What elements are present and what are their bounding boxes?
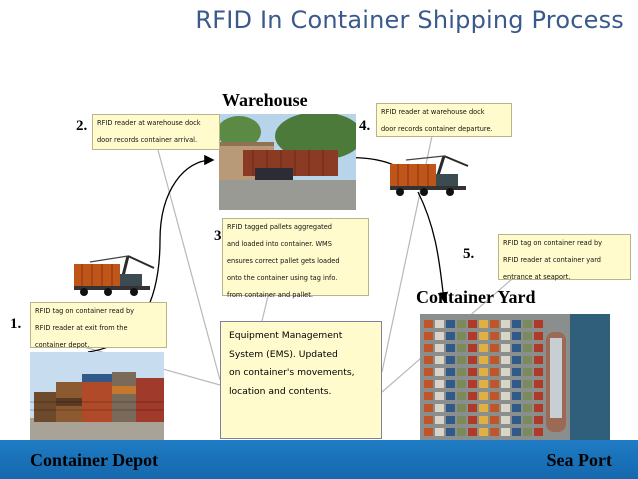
bottom-bar (0, 440, 638, 479)
page-title: RFID In Container Shipping Process (195, 6, 624, 34)
step-number-4: 4. (359, 118, 371, 134)
warehouse-heading: Warehouse (222, 90, 308, 110)
connector-step2-ems (157, 149, 221, 381)
warehouse-photo (219, 114, 356, 210)
sea-port-label: Sea Port (546, 450, 612, 470)
step-note-2: RFID reader at warehouse dock door recor… (92, 114, 220, 150)
container-yard-photo (420, 314, 610, 440)
step-number-5: 5. (463, 246, 475, 262)
step-note-3: RFID tagged pallets aggregated and loade… (222, 218, 369, 299)
crane-truck-photo-left (74, 255, 155, 296)
crane-truck-photo-top (390, 155, 469, 196)
step-note-1: RFID tag on container read by RFID reade… (30, 302, 167, 349)
container-yard-heading: Container Yard (416, 287, 536, 307)
container-depot-label: Container Depot (30, 450, 159, 470)
step-number-2: 2. (76, 118, 88, 134)
connector-step3-ems (261, 295, 269, 322)
step-note-4: RFID reader at warehouse dock door recor… (376, 103, 512, 137)
step-note-5: RFID tag on container read by RFID reade… (498, 234, 631, 281)
step-number-1: 1. (10, 316, 22, 332)
flow-arrow-warehouse-yard (417, 191, 449, 303)
container-depot-photo (30, 352, 164, 440)
ems-box: Equipment Management System (EMS). Updat… (220, 321, 382, 439)
step-number-3: 3. (214, 228, 226, 244)
